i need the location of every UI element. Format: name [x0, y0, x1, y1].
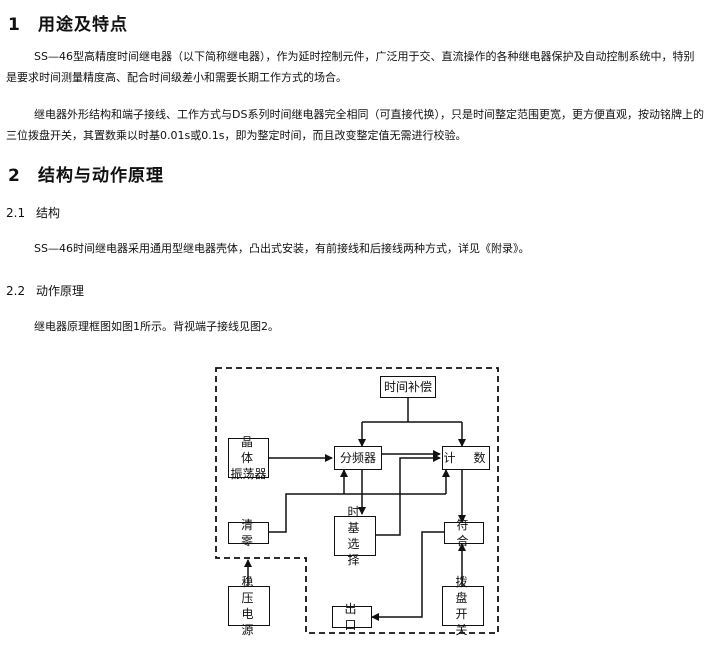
- subsection-2-1-title: 结构: [36, 206, 61, 220]
- dial-switch-label-2: 开 关: [455, 607, 486, 637]
- timebase-select-box: 时 基 选 择: [334, 505, 376, 567]
- clear-label: 清 零: [240, 518, 272, 548]
- power-supply-box: 稳 压 电 源: [228, 575, 270, 637]
- match-label: 符 合: [456, 518, 487, 548]
- enclosure-dashed-border: [215, 367, 499, 634]
- frequency-divider-box: 分频器: [334, 446, 382, 470]
- section-1-heading: 1 用途及特点: [8, 10, 128, 35]
- dial-switch-label-1: 拨 盘: [455, 575, 486, 605]
- time-compensation-box: 时间补偿: [380, 376, 436, 398]
- section-2-heading: 2 结构与动作原理: [8, 161, 164, 186]
- section-1-paragraph-1: SS—46型高精度时间继电器（以下简称继电器），作为延时控制元件，广泛用于交、直…: [6, 50, 695, 84]
- counter-label: 计 数: [443, 451, 489, 465]
- line-clear-bus: [269, 493, 446, 533]
- output-label: 出 口: [344, 602, 375, 632]
- power-supply-label-2: 电 源: [241, 607, 272, 637]
- crystal-oscillator-label-2: 振荡器: [230, 467, 267, 481]
- subsection-2-1-number: 2.1: [6, 206, 26, 220]
- section-2-number: 2: [8, 166, 21, 186]
- subsection-2-2-paragraph: 继电器原理框图如图1所示。背视端子接线见图2。: [34, 320, 279, 333]
- counter-box: 计 数: [442, 446, 490, 470]
- line-match-output: [371, 531, 444, 621]
- power-supply-label-1: 稳 压: [241, 575, 272, 605]
- section-1-number: 1: [8, 15, 21, 35]
- diagram-lines: [215, 367, 499, 634]
- clear-box: 清 零: [228, 518, 269, 548]
- time-compensation-label: 时间补偿: [383, 380, 432, 394]
- output-box: 出 口: [332, 602, 372, 632]
- subsection-2-2-title: 动作原理: [36, 284, 85, 298]
- subsection-2-1-paragraph: SS—46时间继电器采用通用型继电器壳体，凸出式安装，有前接线和后接线两种方式，…: [34, 242, 530, 255]
- crystal-oscillator-label-1: 晶 体: [240, 435, 272, 465]
- timebase-select-label-2: 选 择: [347, 537, 378, 567]
- block-diagram: 时间补偿 晶 体 振荡器 分频器 计 数 清 零 时 基 选 择 符 合 稳 压…: [200, 360, 510, 660]
- subsection-2-2-number: 2.2: [6, 284, 26, 298]
- subsection-2-2-heading: 2.2 动作原理: [6, 282, 84, 299]
- section-1-title: 用途及特点: [38, 15, 128, 35]
- match-box: 符 合: [444, 518, 484, 548]
- subsection-2-1-heading: 2.1 结构: [6, 204, 60, 221]
- crystal-oscillator-box: 晶 体 振荡器: [228, 435, 269, 481]
- line-timebase-counter: [376, 454, 441, 536]
- section-1-paragraph-2: 继电器外形结构和端子接线、工作方式与DS系列时间继电器完全相同（可直接代换），只…: [6, 108, 704, 142]
- dial-switch-box: 拨 盘 开 关: [442, 575, 484, 637]
- frequency-divider-label: 分频器: [339, 451, 376, 465]
- section-2-title: 结构与动作原理: [38, 166, 164, 186]
- timebase-select-label-1: 时 基: [347, 505, 378, 535]
